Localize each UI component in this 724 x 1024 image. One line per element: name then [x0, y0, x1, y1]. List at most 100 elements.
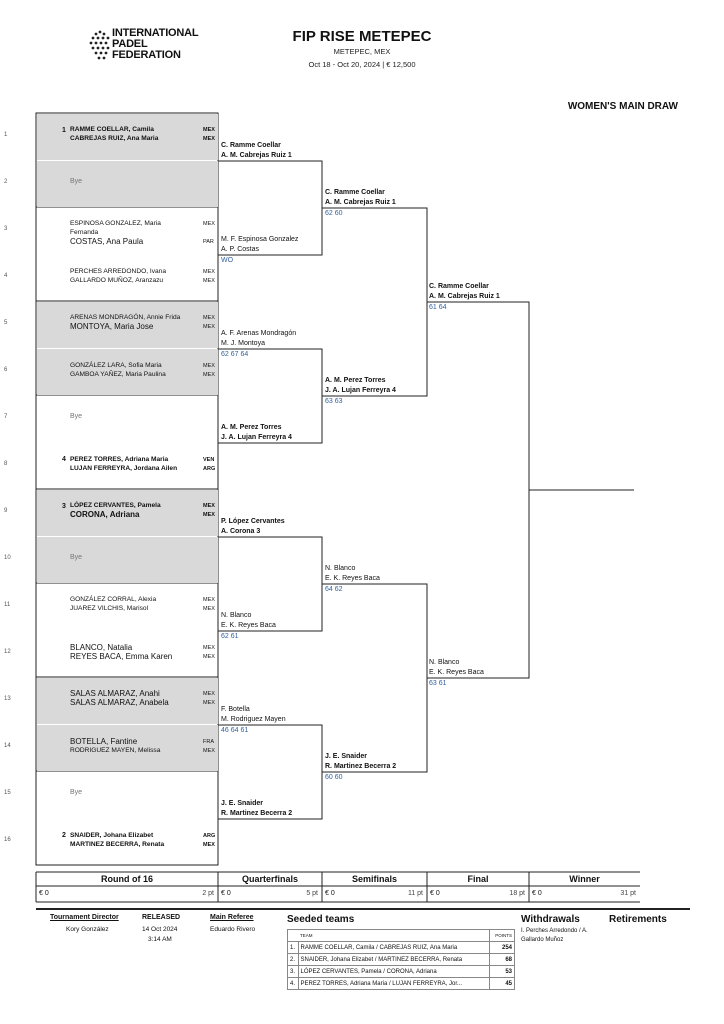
winner-player-1: A. M. Perez Torres	[325, 377, 386, 384]
bye-label: Bye	[70, 413, 83, 420]
player-name: COSTAS, Ana Paula	[70, 237, 144, 246]
player-name: CABREJAS RUIZ, Ana Maria	[70, 135, 159, 142]
round-points: 5 pt	[306, 890, 318, 897]
slot-shading	[37, 725, 218, 771]
player-name: RAMME COELLAR, Camila	[70, 126, 154, 133]
player-nationality: MEX	[203, 221, 215, 227]
winner-player-1: M. F. Espinosa Gonzalez	[221, 236, 299, 243]
player-nationality: MEX	[203, 127, 215, 133]
winner-player-1: J. E. Snaider	[325, 753, 368, 760]
player-name: SALAS ALMARAZ, Anahi	[70, 689, 160, 698]
seed-rank: 1.	[287, 941, 299, 954]
seeded-team-row: 2.SNAIDER, Johana Elizabet / MARTINEZ BE…	[287, 953, 516, 966]
seed-points: 254	[488, 941, 516, 954]
withdrawals-title: Withdrawals	[521, 914, 580, 925]
seeded-teams-title: Seeded teams	[287, 914, 355, 925]
slot-shading	[37, 678, 218, 724]
round-prize-money: € 0	[221, 890, 231, 897]
slot-number: 13	[4, 696, 11, 702]
retirements-title: Retirements	[609, 914, 667, 925]
player-name: JUAREZ VILCHIS, Marisol	[70, 605, 149, 612]
player-nationality: MEX	[203, 645, 215, 651]
match-score: 46 64 61	[221, 727, 249, 734]
seeded-teams-table: TEAM POINTS 1.RAMME COELLAR, Camila / CA…	[287, 929, 516, 990]
player-nationality: MEX	[203, 503, 215, 509]
seed-rank: 2.	[287, 953, 299, 966]
round-label: Final	[467, 874, 489, 884]
match-score: 62 67 64	[221, 351, 249, 358]
slot-shading	[37, 349, 218, 395]
player-name: LÓPEZ CERVANTES, Pamela	[70, 502, 161, 509]
player-name: GAMBOA YAÑEZ, Maria Paulina	[70, 371, 166, 378]
round-points: 11 pt	[407, 890, 423, 897]
player-name: GONZÁLEZ LARA, Sofia Maria	[70, 362, 162, 369]
seed-number: 4	[62, 456, 66, 463]
winner-player-2: A. M. Cabrejas Ruiz 1	[325, 199, 396, 206]
slot-number: 11	[4, 602, 11, 608]
slot-number: 7	[4, 414, 8, 420]
match-score: 63 61	[429, 680, 447, 687]
round-prize-money: € 0	[532, 890, 542, 897]
slot-number: 9	[4, 508, 8, 514]
tournament-director-name: Kory González	[66, 926, 109, 933]
player-nationality: FRA	[203, 739, 214, 745]
winner-player-1: A. M. Perez Torres	[221, 424, 282, 431]
slot-shading	[37, 302, 218, 348]
player-nationality: MEX	[203, 315, 215, 321]
winner-player-2: A. P. Costas	[221, 246, 260, 253]
draw-title: WOMEN'S MAIN DRAW	[567, 101, 678, 112]
match-score: 62 61	[221, 633, 239, 640]
player-name: PERCHES ARREDONDO, Ivana	[70, 268, 167, 275]
round-label: Round of 16	[101, 874, 153, 884]
player-nationality: MEX	[203, 363, 215, 369]
round-label: Quarterfinals	[241, 874, 299, 884]
points-header: POINTS	[488, 929, 516, 942]
round-points: 18 pt	[509, 890, 525, 897]
seed-number: 2	[62, 832, 66, 839]
winner-player-2: E. K. Reyes Baca	[429, 669, 484, 676]
winner-player-1: N. Blanco	[429, 659, 460, 666]
main-referee-label: Main Referee	[210, 914, 254, 921]
slot-number: 10	[4, 555, 11, 561]
fip-logo-icon	[89, 30, 110, 60]
match-score: WO	[221, 257, 234, 264]
winner-player-2: A. M. Cabrejas Ruiz 1	[429, 293, 500, 300]
slot-number: 12	[4, 649, 11, 655]
released-date: 14 Oct 2024	[142, 926, 178, 933]
player-name: MONTOYA, Maria Jose	[70, 322, 154, 331]
tournament-director-label: Tournament Director	[50, 914, 119, 921]
player-name: CORONA, Adriana	[70, 510, 140, 519]
winner-player-1: C. Ramme Coellar	[221, 142, 281, 149]
player-nationality: MEX	[203, 269, 215, 275]
seeded-team-row: 3.LÓPEZ CERVANTES, Pamela / CORONA, Adri…	[287, 965, 516, 978]
seed-team: PEREZ TORRES, Adriana Maria / LUJAN FERR…	[297, 977, 490, 990]
winner-player-1: F. Botella	[221, 706, 250, 713]
player-nationality: MEX	[203, 842, 215, 848]
winner-player-1: C. Ramme Coellar	[429, 283, 489, 290]
winner-player-1: C. Ramme Coellar	[325, 189, 385, 196]
winner-player-2: R. Martinez Becerra 2	[325, 763, 397, 770]
winner-player-2: M. J. Montoya	[221, 340, 265, 347]
match-score: 64 62	[325, 586, 343, 593]
round-label: Winner	[569, 874, 600, 884]
winner-player-2: A. M. Cabrejas Ruiz 1	[221, 152, 292, 159]
player-name: BOTELLA, Fantine	[70, 737, 138, 746]
player-nationality: MEX	[203, 324, 215, 330]
round-prize-money: € 0	[430, 890, 440, 897]
seed-number: 1	[62, 127, 66, 134]
player-nationality: MEX	[203, 512, 215, 518]
match-score: 61 64	[429, 304, 447, 311]
winner-player-1: N. Blanco	[221, 612, 252, 619]
slot-shading	[37, 490, 218, 536]
player-name: BLANCO, Natalia	[70, 643, 133, 652]
player-nationality: ARG	[203, 466, 216, 472]
slot-number: 16	[4, 837, 11, 843]
winner-player-2: R. Martinez Becerra 2	[221, 810, 293, 817]
round-points: 31 pt	[620, 890, 636, 897]
slot-number: 3	[4, 226, 8, 232]
slot-shading	[37, 537, 218, 583]
winner-player-1: N. Blanco	[325, 565, 356, 572]
seeded-team-row: 1.RAMME COELLAR, Camila / CABREJAS RUIZ,…	[287, 941, 516, 954]
seed-points: 68	[488, 953, 516, 966]
player-name: PEREZ TORRES, Adriana Maria	[70, 456, 169, 463]
